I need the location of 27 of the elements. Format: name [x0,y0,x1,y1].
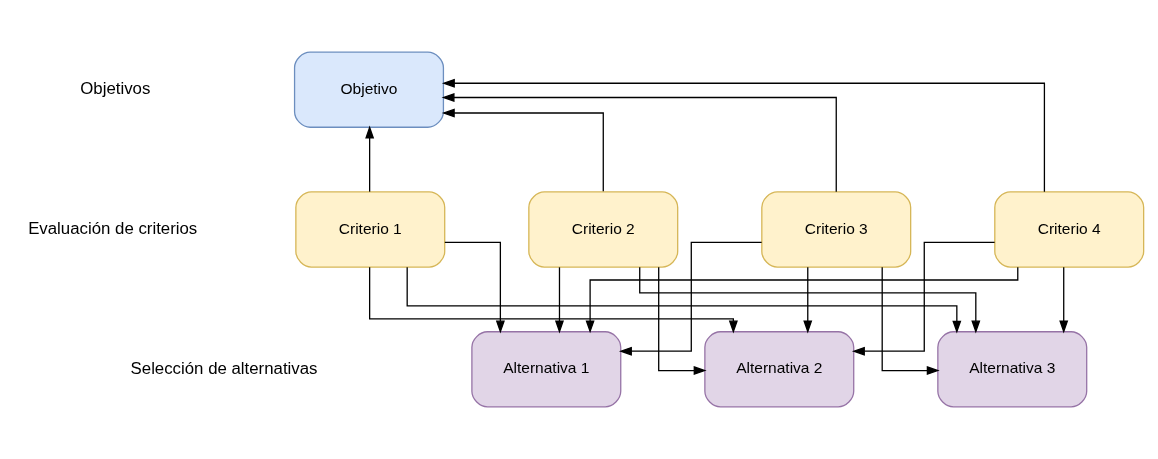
node-box: Criterio 4 [994,191,1145,268]
arrow [851,241,996,356]
arrow [554,266,564,334]
node-box: Alternativa 2 [704,331,855,408]
label: Evaluación de criterios [28,218,198,238]
arrow [658,266,707,376]
arrow [441,92,837,193]
node-box: Alternativa 1 [471,331,622,408]
node-box: Objetivo [293,51,445,128]
arrow [639,266,981,334]
node-box: Criterio 3 [761,191,912,268]
arrow [441,108,604,192]
arrow [365,125,375,193]
arrow [1059,266,1069,334]
arrow [585,266,1019,334]
arrow [444,241,505,334]
arrow [406,266,962,334]
node-box: Criterio 1 [295,191,446,268]
arrow [881,266,940,376]
arrow [803,266,813,334]
arrow [369,266,738,334]
node-box: Alternativa 3 [937,331,1088,408]
label: Selección de alternativas [130,358,318,378]
label: Objetivos [80,79,151,99]
arrow [618,241,763,356]
node-box: Criterio 2 [528,191,679,268]
arrow [441,78,1046,193]
